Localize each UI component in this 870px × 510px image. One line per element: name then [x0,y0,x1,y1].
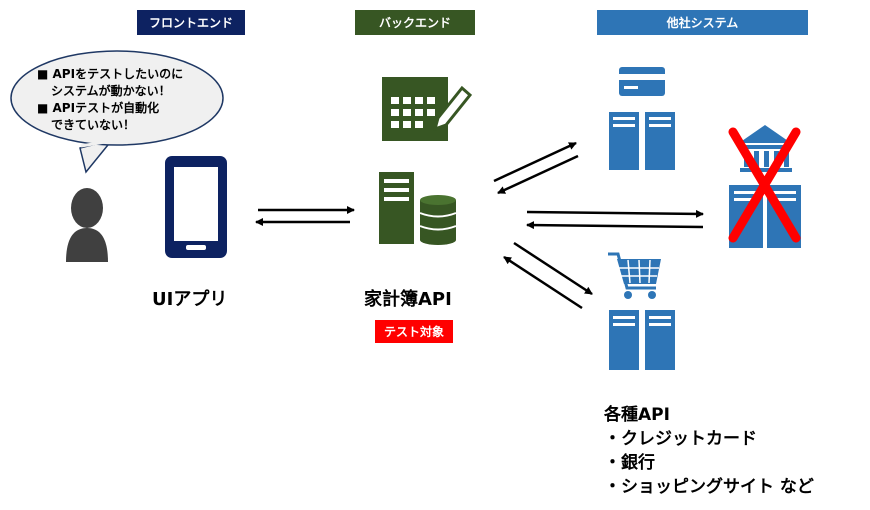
external-apis-title: 各種API [604,405,670,425]
person-icon [66,188,108,262]
external-apis-list: 各種API ・クレジットカード ・銀行 ・ショッピングサイト など [604,403,814,499]
external-api-item: ・銀行 [604,453,655,473]
external-api-item: ・ショッピングサイト など [604,477,814,497]
smartphone-icon [165,156,227,258]
credit-card-icon [619,67,665,96]
ui-app-label: UIアプリ [152,289,228,310]
database-icon [419,195,457,245]
frontend-header: フロントエンド [137,10,245,35]
calendar-icon [382,77,473,141]
kakeibo-api-label: 家計簿API [364,289,452,310]
test-target-badge: テスト対象 [375,320,453,343]
speech-bubble-text: ■ APIをテストしたいのに システムが動かない！ ■ APIテストが自動化 で… [37,66,227,134]
bubble-line-1: ■ APIをテストしたいのに [37,67,184,81]
bubble-line-2: システムが動かない！ [51,84,171,98]
bubble-line-4: できていない！ [51,118,136,132]
arrows-backend-bank [526,209,704,230]
external-api-item: ・クレジットカード [604,429,757,449]
card-server-icon [609,112,675,170]
shop-server-icon [609,310,675,370]
arrows-ui-backend [255,206,355,226]
bubble-line-3: ■ APIテストが自動化 [37,101,160,115]
arrows-backend-shop [503,241,593,310]
speech-bubble [10,50,224,174]
other-systems-header: 他社システム [597,10,808,35]
cross-mark-icon [728,127,801,243]
arrows-backend-card [493,141,579,195]
shopping-cart-icon [608,252,661,299]
backend-header: バックエンド [355,10,475,35]
backend-server-icon [379,172,414,244]
